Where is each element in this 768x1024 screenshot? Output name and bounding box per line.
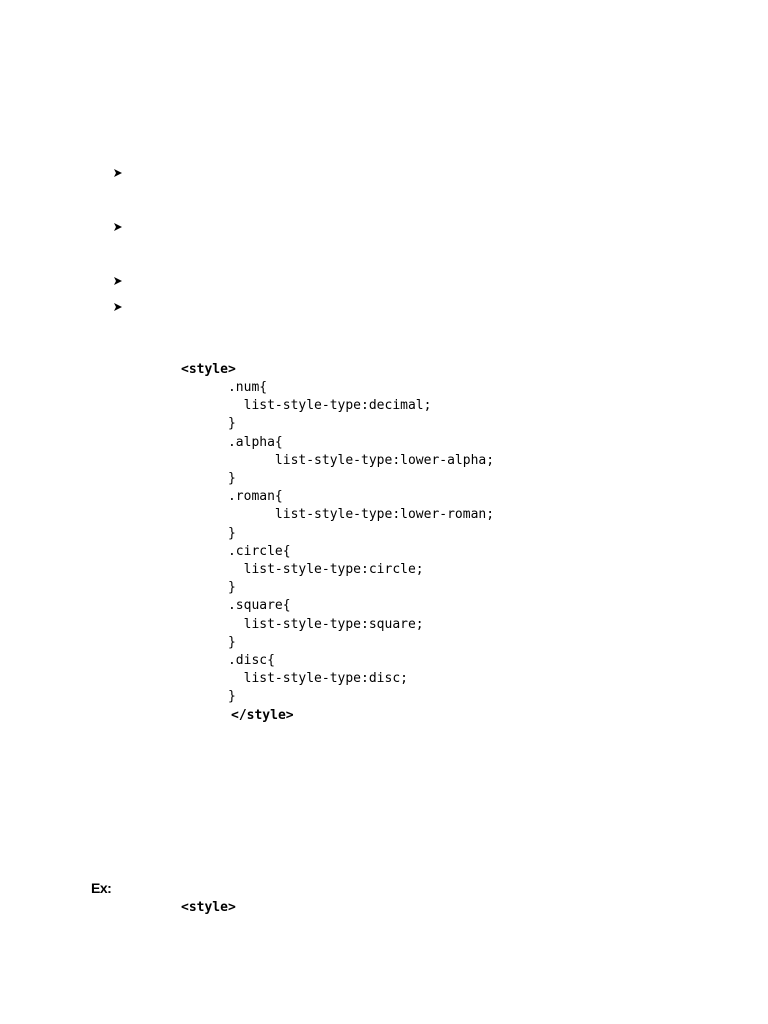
code-line: .disc{ — [181, 653, 275, 669]
code-line: .circle{ — [181, 543, 291, 559]
arrow-bullet-icon — [113, 302, 123, 312]
example-style-open-tag: <style> — [181, 900, 236, 915]
code-line: list-style-type:lower-alpha; — [181, 452, 495, 468]
code-line: .roman{ — [181, 489, 283, 505]
code-line: } — [181, 471, 236, 487]
code-line: } — [181, 689, 236, 705]
code-line: list-style-type:circle; — [181, 562, 424, 578]
code-line: } — [181, 634, 236, 650]
code-line: } — [181, 580, 236, 596]
code-line: list-style-type:disc; — [181, 671, 408, 687]
code-line: list-style-type:square; — [181, 616, 424, 632]
arrow-bullet-icon — [113, 222, 123, 232]
css-code-block: .num{ list-style-type:decimal; } .alpha{… — [181, 379, 494, 707]
code-line: .square{ — [181, 598, 291, 614]
style-close-tag: </style> — [231, 708, 294, 723]
code-line: .alpha{ — [181, 434, 283, 450]
arrow-bullet-icon — [113, 168, 123, 178]
code-line: } — [181, 525, 236, 541]
style-open-tag: <style> — [181, 362, 236, 377]
code-line: } — [181, 416, 236, 432]
code-line: .num{ — [181, 380, 268, 395]
code-line: list-style-type:lower-roman; — [181, 507, 495, 523]
code-line: list-style-type:decimal; — [181, 398, 432, 414]
arrow-bullet-icon — [113, 276, 123, 286]
example-label: Ex: — [91, 880, 112, 896]
